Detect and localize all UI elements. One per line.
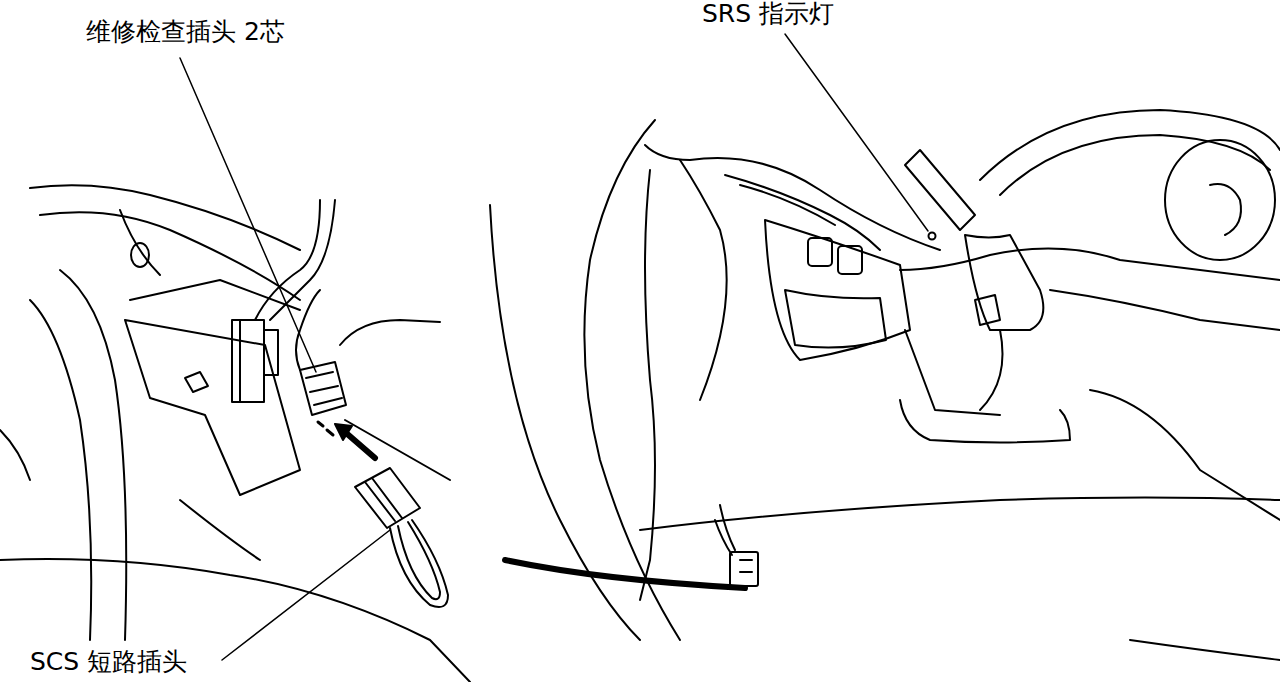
line-art [900, 249, 1280, 280]
line-art [345, 432, 375, 458]
line-art [505, 560, 745, 588]
line-art [0, 559, 470, 682]
line-art [838, 246, 862, 274]
line-art [222, 530, 390, 660]
line-art [785, 290, 886, 348]
line-art [980, 330, 1003, 410]
line-art [296, 290, 320, 370]
line-art [232, 320, 264, 402]
line-art [390, 520, 448, 607]
line-art [785, 34, 928, 231]
line-art [715, 520, 732, 555]
line-art [1130, 640, 1280, 660]
line-art [1050, 290, 1280, 330]
line-art [765, 220, 910, 360]
line-art [584, 120, 680, 640]
line-art [720, 505, 735, 550]
line-art [335, 424, 352, 440]
line-art [318, 422, 333, 435]
line-art [30, 300, 91, 640]
line-art [975, 295, 1000, 325]
line-art [900, 400, 1070, 443]
line-art [965, 235, 1043, 330]
left-scene [0, 185, 470, 682]
line-art [640, 498, 1280, 531]
line-art [980, 110, 1280, 180]
line-art [640, 170, 655, 600]
line-art [120, 210, 160, 275]
line-art [240, 320, 278, 402]
line-art [180, 500, 260, 560]
line-art [125, 320, 300, 495]
line-art [340, 320, 440, 345]
line-art [905, 150, 975, 230]
line-art [365, 478, 402, 521]
line-art [680, 160, 727, 400]
line-art [306, 372, 342, 405]
line-art [645, 145, 940, 250]
line-art [1000, 135, 1270, 195]
line-art [1210, 184, 1241, 235]
part-label: SCS 短路插头 [28, 648, 189, 677]
line-art [1165, 140, 1275, 260]
line-art [740, 185, 835, 225]
part-label: SRS 指示灯 [700, 0, 836, 29]
line-art [355, 468, 420, 528]
part-label: 维修检查插头 2芯 [84, 18, 287, 47]
line-art [1090, 390, 1280, 520]
line-art [180, 58, 316, 372]
line-art [60, 270, 126, 640]
line-art [929, 233, 936, 240]
leader-lines [180, 34, 928, 660]
line-art [131, 243, 149, 267]
line-art [40, 212, 300, 300]
line-art [725, 175, 880, 250]
line-art [740, 560, 752, 572]
line-art [345, 420, 450, 480]
line-art [300, 362, 346, 415]
line-art [808, 238, 832, 266]
line-art [398, 522, 440, 599]
line-art [130, 280, 300, 310]
line-art [270, 200, 335, 320]
line-art [730, 552, 758, 586]
line-art [0, 430, 30, 480]
right-scene [490, 110, 1280, 660]
line-art [185, 372, 208, 392]
